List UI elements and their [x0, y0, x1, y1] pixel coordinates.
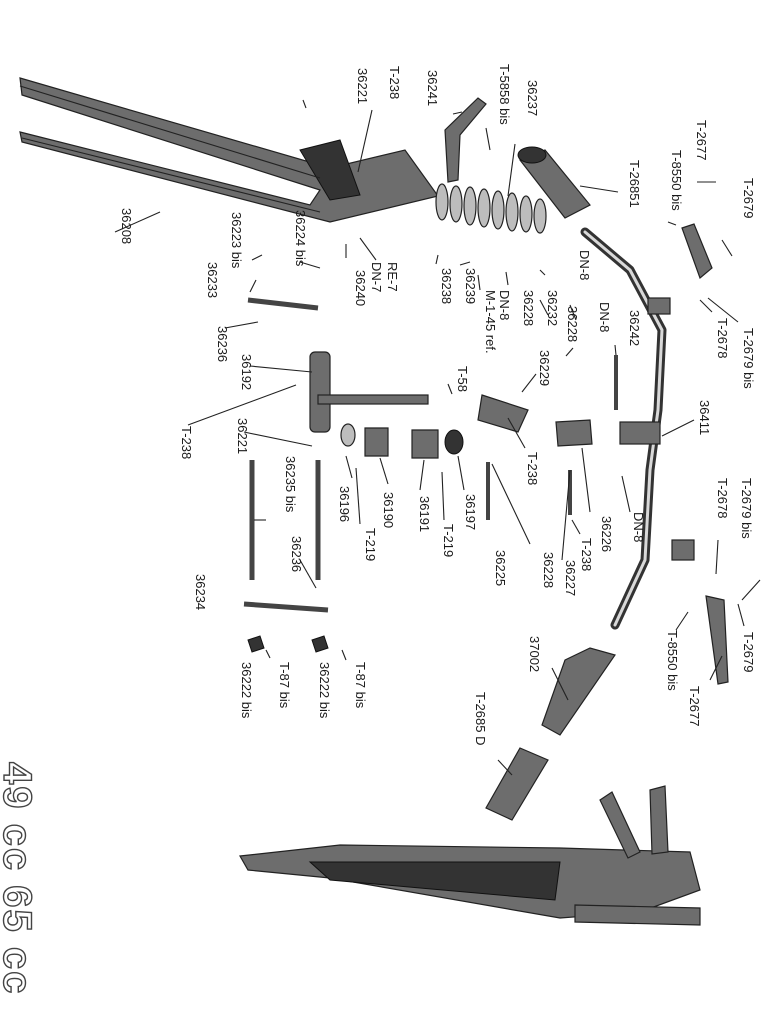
label-36241: 36241 — [425, 70, 440, 106]
label-t2679-bot: T-2679 — [741, 632, 756, 672]
label-t2678-top: T-2678 — [715, 318, 730, 358]
label-t2678-bot: T-2678 — [715, 478, 730, 518]
grip-bottom — [485, 747, 549, 821]
nut-36222-b — [311, 635, 329, 653]
label-36226: 36226 — [599, 516, 614, 552]
cup-36190 — [364, 427, 389, 457]
label-t2677-bot: T-2677 — [687, 686, 702, 726]
model-title: 49 cc 65 cc — [0, 762, 39, 995]
race-36196 — [340, 423, 356, 447]
link-36229 — [477, 394, 529, 433]
label-dn8-b: DN-8 — [597, 302, 612, 332]
label-t2679-top: T-2679 — [741, 178, 756, 218]
lever-bottom — [705, 595, 729, 685]
label-36224: 36224 bis — [293, 210, 308, 267]
label-t238-c: T-238 — [525, 452, 540, 485]
clamp-36226 — [555, 419, 593, 447]
label-t87-b: T-87 bis — [353, 662, 368, 709]
nut-36222-a — [247, 635, 265, 653]
handlebar-36411 — [580, 227, 695, 630]
rod-36234 — [243, 601, 329, 613]
race-36197 — [444, 429, 464, 455]
label-dn7: DN-7 — [369, 262, 384, 292]
grip-top — [517, 146, 591, 219]
label-36222-b: 36222 bis — [317, 662, 332, 719]
label-36191: 36191 — [417, 496, 432, 532]
label-dn8-c: DN-8 — [497, 290, 512, 320]
label-dn8-a: DN-8 — [577, 250, 592, 280]
label-36227: 36227 — [563, 560, 578, 596]
label-t8550-bot: T-8550 bis — [665, 630, 680, 691]
label-t2679bis-top: T-2679 bis — [741, 328, 756, 389]
steering-stem-36192 — [309, 351, 429, 433]
throttle-tube-37002 — [541, 647, 616, 736]
label-36208: 36208 — [119, 208, 134, 244]
label-36239: 36239 — [463, 268, 478, 304]
label-t8550-top: T-8550 bis — [669, 150, 684, 211]
label-36197: 36197 — [463, 494, 478, 530]
assembled-fork — [239, 785, 701, 926]
cup-36191 — [411, 429, 439, 459]
label-36234: 36234 — [193, 574, 208, 610]
label-36236-b: 36236 — [289, 536, 304, 572]
lever-top — [681, 223, 713, 280]
label-36192: 36192 — [239, 354, 254, 390]
spring-36237 — [435, 183, 547, 234]
label-36228-b: 36228 — [565, 306, 580, 342]
label-36228-a: 36228 — [521, 290, 536, 326]
leader-lines — [114, 99, 761, 776]
label-36411: 36411 — [697, 400, 712, 435]
label-36240: 36240 — [353, 270, 368, 306]
label-t2677-top: T-2677 — [694, 120, 709, 160]
label-dn8-d: DN-8 — [631, 512, 646, 542]
label-36228-c: 36228 — [541, 552, 556, 588]
label-36190: 36190 — [381, 492, 396, 528]
label-re7: RE-7 — [385, 262, 400, 292]
label-t219-b: T-219 — [441, 524, 456, 557]
label-37002: 37002 — [527, 636, 542, 672]
label-36242: 36242 — [627, 310, 642, 346]
label-36221-top: 36221 — [355, 68, 370, 104]
label-t219-a: T-219 — [363, 528, 378, 561]
label-36223: 36223 bis — [229, 212, 244, 269]
label-t58: T-58 — [455, 366, 470, 392]
label-t2679bis-bot: T-2679 bis — [739, 478, 754, 539]
front-fork-36208 — [19, 77, 440, 223]
label-t5858: T-5858 bis — [497, 64, 512, 125]
label-36237: 36237 — [525, 80, 540, 116]
label-36196: 36196 — [337, 486, 352, 522]
label-t87-a: T-87 bis — [277, 662, 292, 709]
label-t238-d: T-238 — [579, 538, 594, 571]
label-t2685d: T-2685 D — [473, 692, 488, 745]
label-t26851: T-26851 — [627, 160, 642, 208]
label-36233: 36233 — [205, 262, 220, 298]
label-36232: 36232 — [545, 290, 560, 326]
label-t238-mid: T-238 — [179, 426, 194, 459]
label-36221-mid: 36221 — [235, 418, 250, 454]
label-36235: 36235 bis — [283, 456, 298, 513]
label-36236-a: 36236 — [215, 326, 230, 362]
label-36225: 36225 — [493, 550, 508, 586]
rod-36233 — [247, 297, 319, 311]
label-t238-top: T-238 — [387, 66, 402, 99]
label-36222-a: 36222 bis — [239, 662, 254, 719]
label-36238: 36238 — [439, 268, 454, 304]
label-m145: M-1-45 ref. — [483, 290, 498, 354]
label-36229: 36229 — [537, 350, 552, 386]
bracket-36241 — [444, 97, 487, 183]
